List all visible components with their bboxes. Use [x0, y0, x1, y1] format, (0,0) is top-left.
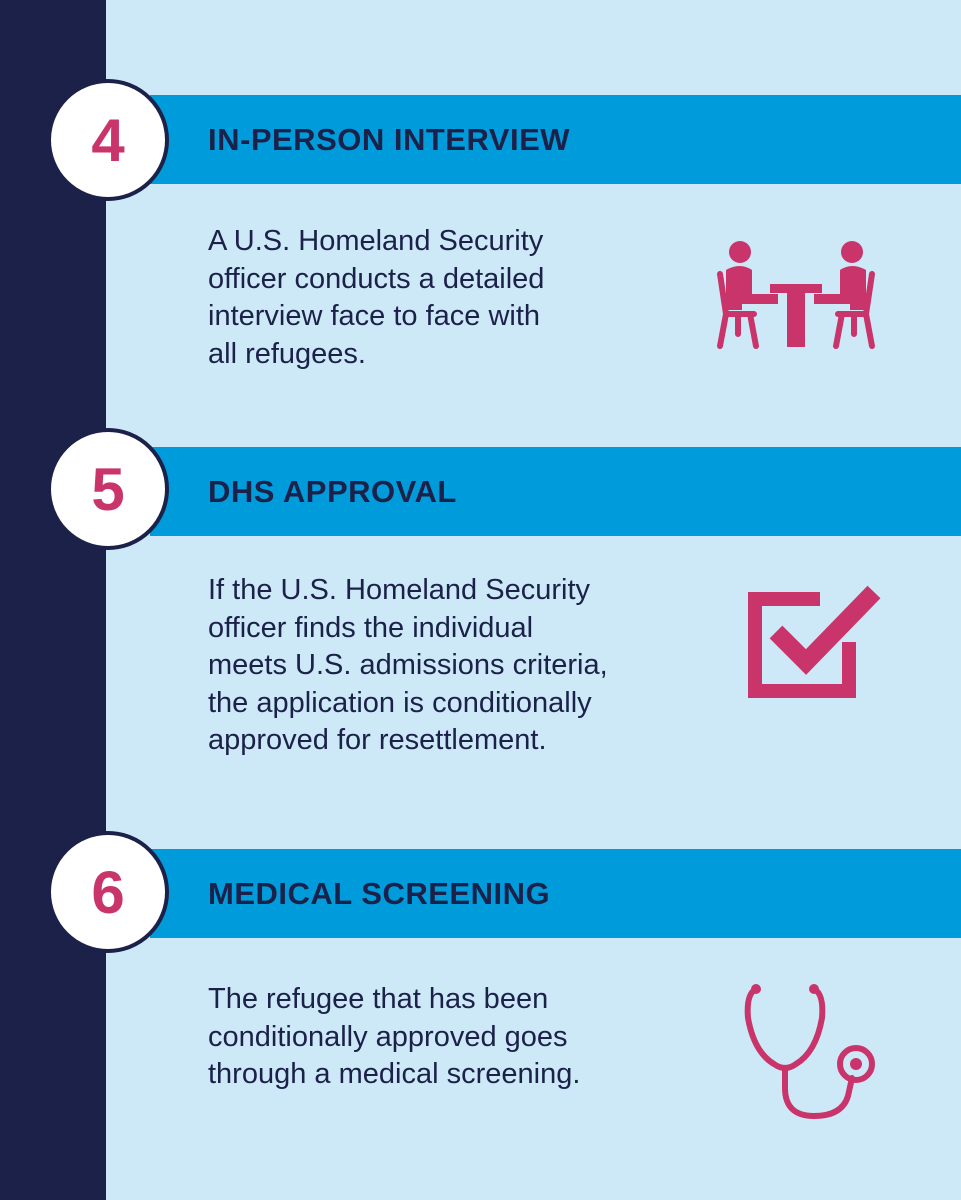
description-line: interview face to face with	[208, 300, 541, 332]
description-line: conditionally approved goes	[208, 1020, 568, 1053]
checkbox-icon	[748, 585, 881, 698]
step-title: MEDICAL SCREENING	[208, 876, 551, 911]
description-line: meets U.S. admissions criteria,	[208, 649, 608, 681]
step-title: DHS APPROVAL	[208, 474, 457, 509]
step-number-badge: 6	[47, 831, 169, 953]
description-line: If the U.S. Homeland Security	[208, 574, 590, 606]
step-number-badge: 4	[47, 79, 169, 201]
step-description: The refugee that has been conditionally …	[208, 981, 708, 1094]
step-header-band	[150, 849, 961, 938]
stethoscope-icon	[744, 984, 875, 1119]
step-description: If the U.S. Homeland Security officer fi…	[208, 572, 708, 760]
description-line: officer conducts a detailed	[208, 262, 545, 295]
description-line: through a medical screening.	[208, 1058, 581, 1090]
description-line: The refugee that has been	[208, 983, 549, 1015]
step-header-band	[150, 95, 961, 184]
step-description: A U.S. Homeland Security officer conduct…	[208, 223, 708, 373]
description-line: approved for resettlement.	[208, 724, 547, 756]
description-line: A U.S. Homeland Security	[208, 225, 544, 257]
interview-icon	[717, 241, 875, 349]
left-sidebar	[0, 0, 106, 1200]
description-line: officer finds the individual	[208, 611, 534, 644]
step-number-badge: 5	[47, 428, 169, 550]
description-line: the application is conditionally	[208, 686, 592, 719]
step-header-band	[150, 447, 961, 536]
description-line: all refugees.	[208, 337, 366, 370]
step-title: IN-PERSON INTERVIEW	[208, 122, 571, 157]
